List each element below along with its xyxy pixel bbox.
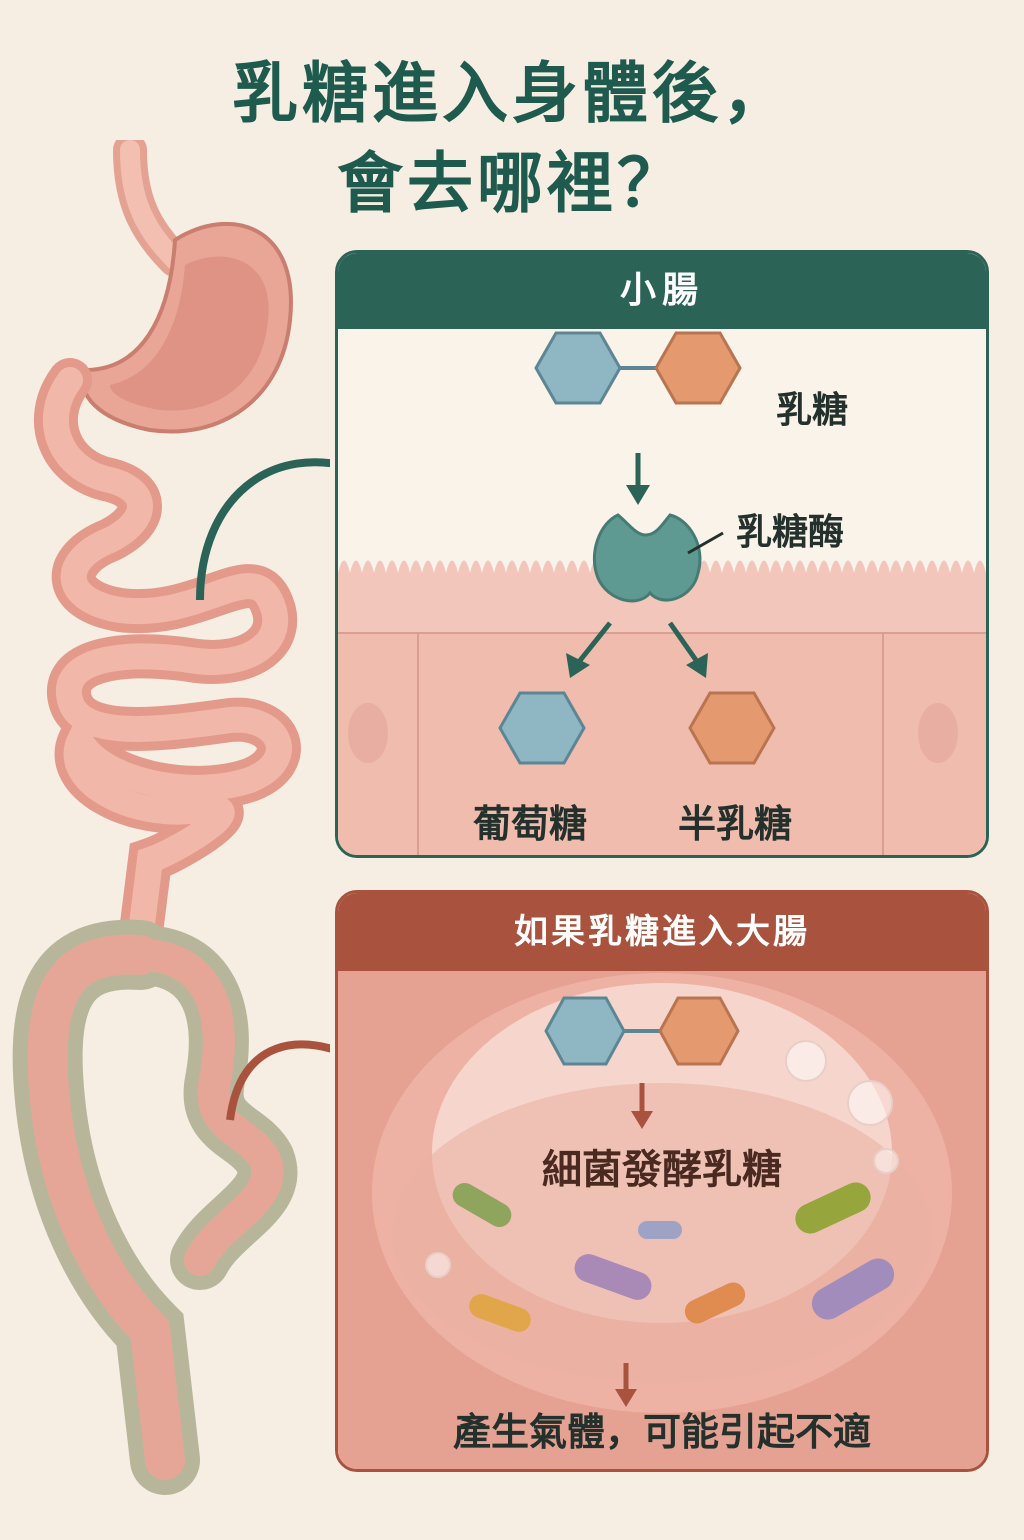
lactose-label: 乳糖 <box>776 390 849 431</box>
glucose-hexagon-icon <box>544 996 626 1066</box>
small-intestine-header: 小腸 <box>338 253 986 329</box>
glucose-product-icon <box>498 691 586 765</box>
colon-interior <box>338 971 986 1469</box>
down-arrow-to-result <box>615 1363 637 1407</box>
esophagus <box>113 140 192 277</box>
split-arrows <box>566 621 708 678</box>
lactose-molecule-large <box>544 996 740 1066</box>
lactose-molecule <box>534 331 742 405</box>
small-intestine-panel: 小腸 乳糖 <box>335 250 989 858</box>
stomach <box>80 221 293 434</box>
glucose-label: 葡萄糖 <box>473 802 588 846</box>
large-intestine-diagram <box>338 971 986 1469</box>
galactose-label: 半乳糖 <box>678 802 793 846</box>
large-intestine-panel: 如果乳糖進入大腸 <box>335 890 989 1472</box>
small-intestine-diagram <box>338 331 986 855</box>
large-intestine-header: 如果乳糖進入大腸 <box>338 893 986 971</box>
result-label: 產生氣體，可能引起不適 <box>452 1410 871 1454</box>
down-arrow-to-enzyme <box>626 453 650 505</box>
small-intestine <box>33 358 301 962</box>
galactose-product-icon <box>688 691 776 765</box>
intestinal-wall <box>338 560 986 855</box>
fermentation-label: 細菌發酵乳糖 <box>542 1147 782 1193</box>
lactase-enzyme-icon <box>592 513 724 603</box>
galactose-hexagon-icon <box>654 331 742 405</box>
galactose-hexagon-icon <box>658 996 740 1066</box>
arrow-to-small-intestine-panel <box>196 458 330 601</box>
digestive-tract-illustration <box>12 140 330 1495</box>
page-title-line-1: 乳糖進入身體後， <box>232 55 792 132</box>
lactase-label: 乳糖酶 <box>736 512 845 553</box>
gas-bubbles-icon <box>425 1040 899 1278</box>
down-arrow-to-fermentation <box>631 1083 653 1129</box>
large-intestine <box>12 919 298 1495</box>
bacteria-icon <box>452 1182 895 1332</box>
arrow-to-large-intestine-panel <box>226 1040 330 1121</box>
page-title-line-2: 會去哪裡？ <box>337 145 687 222</box>
glucose-hexagon-icon <box>534 331 622 405</box>
